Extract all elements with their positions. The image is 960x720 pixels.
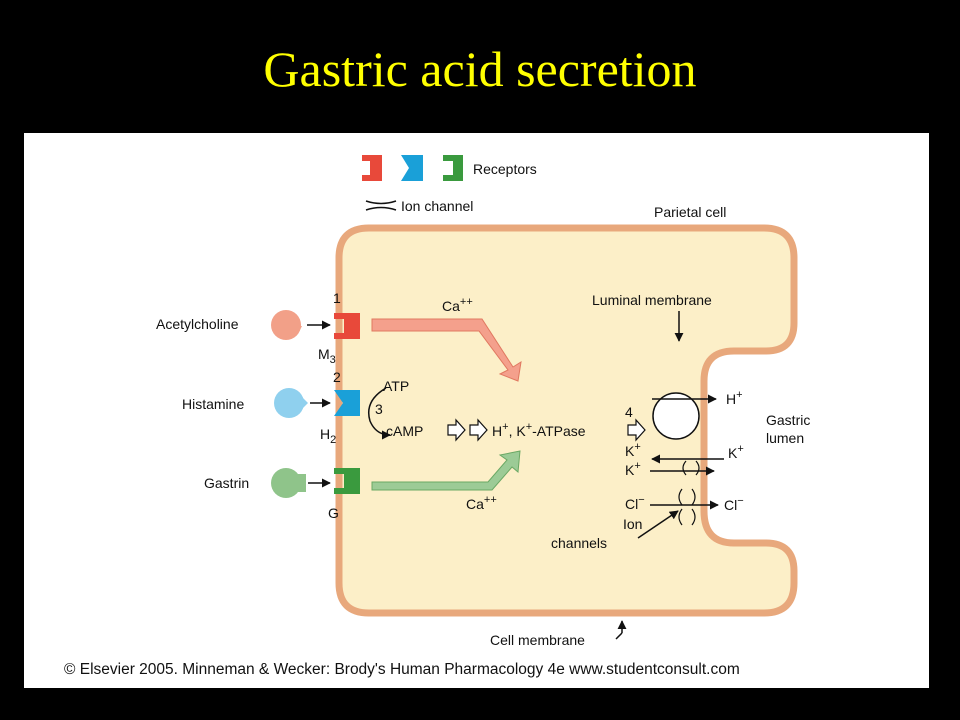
histamine-ligand-tip-icon [298, 393, 308, 413]
parietal-cell-diagram: Receptors Ion channel Parietal cell Acet… [156, 155, 810, 648]
k-channel-icon [682, 460, 700, 476]
atp-loop-arrow [368, 387, 391, 440]
h2-receptor-icon [334, 390, 360, 416]
step-4-number: 4 [625, 404, 633, 420]
ca-arrow-bottom [371, 450, 521, 491]
cell-membrane-label: Cell membrane [490, 632, 585, 648]
parietal-cell-label: Parietal cell [654, 204, 726, 220]
proton-pump [652, 392, 700, 440]
camp-label: cAMP [386, 423, 423, 439]
legend-ion-channel-label: Ion channel [401, 198, 473, 214]
camp-hollow-arrow-icon [447, 418, 466, 442]
step-3-number: 3 [375, 401, 383, 417]
gastrin-receptor-label: G [328, 505, 339, 521]
gastrin-ligand [271, 468, 301, 498]
legend-receptor-red-icon [362, 155, 382, 181]
gastrin-ligand-tip-icon [296, 474, 306, 492]
legend: Receptors Ion channel [362, 155, 537, 214]
m3-receptor-label: M3 [318, 346, 336, 366]
cl-channel-icon [678, 488, 696, 526]
acetylcholine-pathway: Acetylcholine 1 M3 [156, 290, 360, 366]
cl-cell-label: Cl− [625, 494, 645, 512]
legend-receptor-blue-icon [401, 155, 423, 181]
gastrin-label: Gastrin [204, 475, 249, 491]
step-2-number: 2 [333, 369, 341, 385]
atpase-hollow-arrow-icon [627, 418, 646, 442]
legend-receptor-green-icon [443, 155, 463, 181]
copyright-notice: © Elsevier 2005. Minneman & Wecker: Brod… [64, 661, 740, 678]
gastrin-pathway: Gastrin G [204, 468, 360, 521]
gastrin-receptor-icon [334, 468, 360, 494]
atp-label: ATP [383, 378, 409, 394]
m3-receptor-icon [334, 313, 360, 339]
histamine-label: Histamine [182, 396, 244, 412]
k-cell-label-a: K+ [625, 441, 641, 459]
acetylcholine-label: Acetylcholine [156, 316, 239, 332]
k-lumen-label: K+ [728, 443, 744, 461]
ca-bottom-label: Ca++ [466, 494, 497, 512]
gastric-lumen-label-line1: Gastric [766, 412, 810, 428]
cell-membrane-outline [335, 224, 798, 617]
ion-channels-label-line2: channels [551, 535, 607, 551]
k-cell-label-b: K+ [625, 460, 641, 478]
h-out-label: H+ [726, 389, 743, 407]
step-1-number: 1 [333, 290, 341, 306]
ion-channel-icon [365, 200, 397, 211]
cl-lumen-label: Cl− [724, 495, 744, 513]
ca-arrow-top [371, 318, 522, 382]
ion-channels-label-line1: Ion [623, 516, 642, 532]
gastric-lumen-label-line2: lumen [766, 430, 804, 446]
histamine-pathway: Histamine 2 H2 [182, 369, 360, 446]
slide-title: Gastric acid secretion [263, 41, 697, 97]
h-hollow-arrow-icon [469, 418, 488, 442]
acetylcholine-ligand [271, 310, 301, 340]
atpase-label: H+, K+-ATPase [492, 421, 586, 439]
ca-top-label: Ca++ [442, 296, 473, 314]
legend-receptors-label: Receptors [473, 161, 537, 177]
histamine-ligand [274, 388, 304, 418]
luminal-membrane-label: Luminal membrane [592, 292, 712, 308]
h2-receptor-label: H2 [320, 426, 336, 446]
diagram-panel: Receptors Ion channel Parietal cell Acet… [24, 133, 929, 688]
cell-membrane-pointer-tail [615, 632, 623, 640]
ion-channels-pointer [637, 510, 679, 539]
